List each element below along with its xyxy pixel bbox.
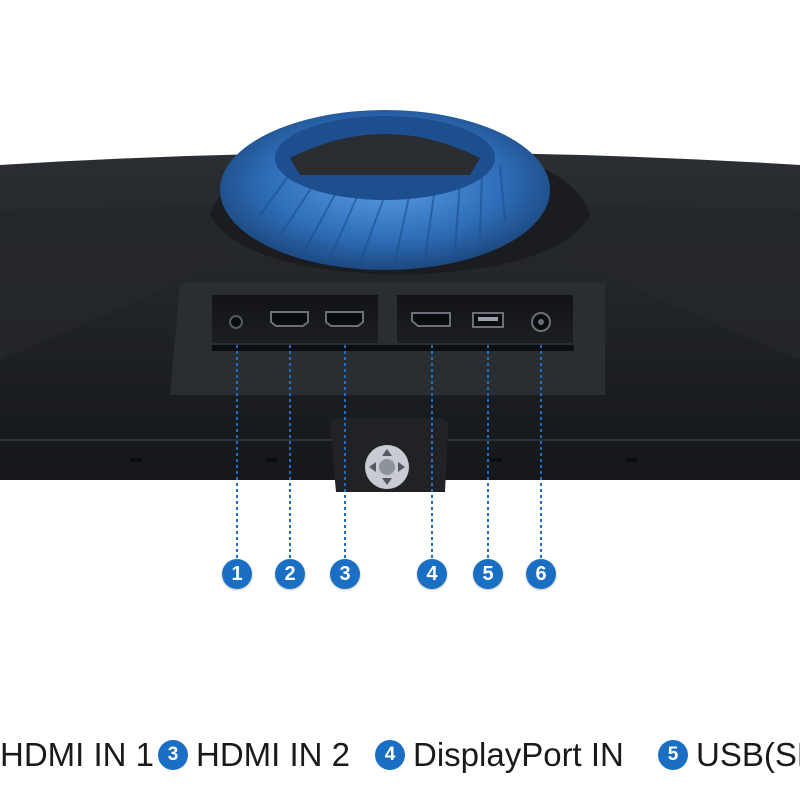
legend-item: 4 DisplayPort IN: [375, 730, 624, 780]
legend-number: 4: [375, 740, 405, 770]
power-port-icon: [531, 312, 551, 332]
audio-jack-icon: [229, 315, 243, 329]
hdmi-port-icon: [270, 311, 309, 327]
callout-4: 4: [417, 559, 447, 589]
usb-port-icon: [472, 312, 504, 328]
legend-label: DisplayPort IN: [413, 736, 624, 773]
ring-ridges: [259, 159, 506, 263]
legend-number: 3: [158, 740, 188, 770]
mount-socket: [290, 134, 480, 175]
left-panel-facet: [0, 205, 230, 360]
legend-number: 5: [658, 740, 688, 770]
legend-label: USB(SE: [696, 736, 800, 773]
callout-1: 1: [222, 559, 252, 589]
right-panel-facet: [570, 205, 800, 360]
legend-item: 2 HDMI IN 1: [0, 730, 154, 780]
legend-label: HDMI IN 1: [0, 736, 155, 773]
port-legend: 2 HDMI IN 1 3 HDMI IN 2 4 DisplayPort IN…: [0, 730, 800, 780]
legend-item: 3 HDMI IN 2: [158, 730, 350, 780]
legend-label: HDMI IN 2: [196, 736, 351, 773]
callout-5: 5: [473, 559, 503, 589]
joystick-icon: [365, 445, 409, 489]
hdmi-port-icon: [325, 311, 364, 327]
displayport-icon: [411, 312, 451, 327]
callout-3: 3: [330, 559, 360, 589]
callout-6: 6: [526, 559, 556, 589]
vent-slots: [130, 458, 637, 462]
callout-2: 2: [275, 559, 305, 589]
port-lip: [212, 345, 574, 351]
legend-item: 5 USB(SE: [658, 730, 800, 780]
